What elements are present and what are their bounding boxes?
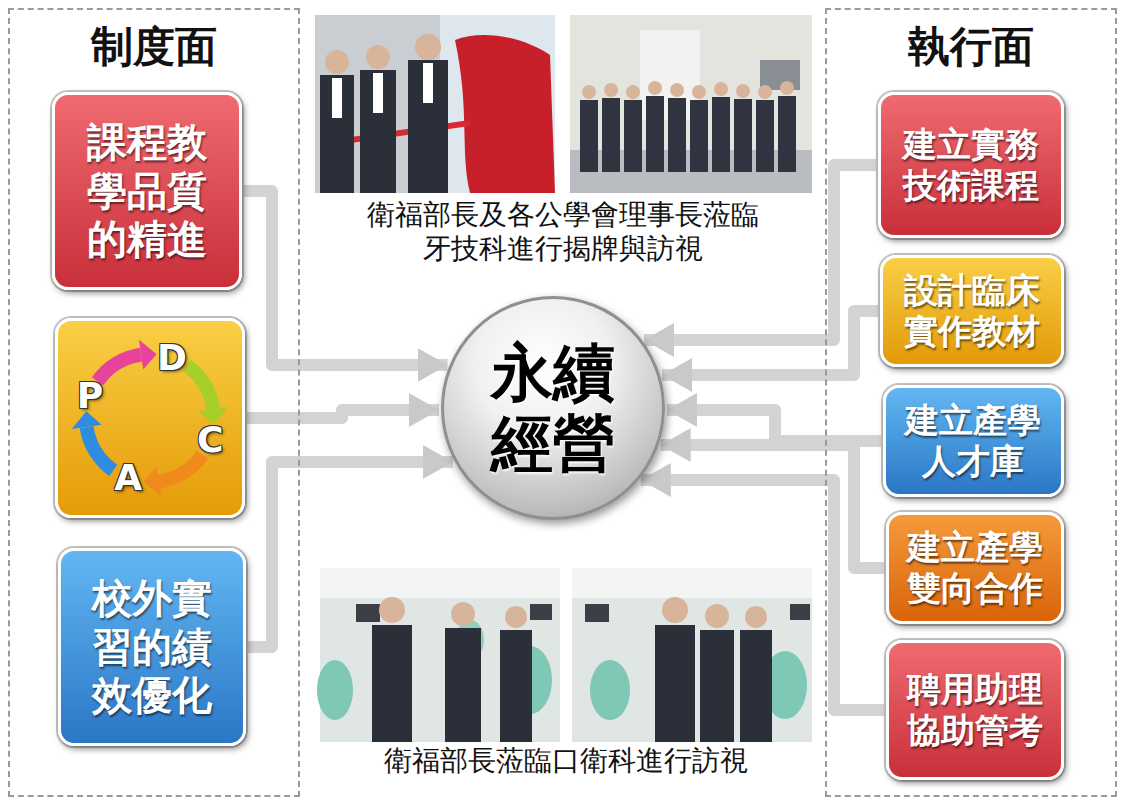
photo [570,15,812,193]
process-box: 聘用助理協助管考 [886,640,1064,780]
photo [317,568,560,742]
cycle-arrowhead [143,467,161,497]
cycle-letter: A [114,460,142,496]
flow-arrow [661,445,886,568]
caption-holder: 衛福部長及各公學會理事長蒞臨牙技科進行揭牌與訪視 [363,198,763,266]
dashed-panel: 執行面建立實務技術課程設計臨床實作教材建立產學人才庫建立產學雙向合作聘用助理協助… [825,8,1117,797]
process-box: 建立產學人才庫 [883,385,1064,497]
center-circle: 永續經營 [441,296,665,520]
process-box: 校外實習的績效優化 [58,548,246,746]
cycle-arrow [187,366,214,410]
cycle-arrow [159,455,203,482]
panel-title: 制度面 [10,22,298,72]
box-text: 課程教學品質的精進 [85,118,209,264]
photo [572,568,812,742]
cycle-letter: D [157,340,187,376]
box-text: 校外實習的績效優化 [90,574,214,720]
flow-arrow [662,311,880,375]
box-text: 聘用助理協助管考 [905,669,1044,752]
box-text: 建立產學人才庫 [904,400,1043,483]
flow-arrow [246,462,453,647]
photo-caption: 衛福部長及各公學會理事長蒞臨牙技科進行揭牌與訪視 [363,198,763,266]
process-box: 設計臨床實作教材 [880,255,1064,367]
box-text: 建立產學雙向合作 [905,527,1044,610]
cycle-letter: P [77,378,103,414]
photo [315,15,555,193]
process-box: 建立產學雙向合作 [886,512,1064,624]
box-text: 建立實務技術課程 [901,124,1040,207]
photo-caption: 衛福部長蒞臨口衛科進行訪視 [384,744,748,778]
flow-arrow [245,410,439,418]
cycle-arrowhead [139,340,157,370]
process-box: 建立實務技術課程 [878,92,1064,238]
cycle-letter: C [197,422,223,458]
box-text: 設計臨床實作教材 [902,270,1041,353]
panel-title: 執行面 [827,22,1115,72]
flow-arrow [641,480,886,710]
caption-holder: 衛福部長蒞臨口衛科進行訪視 [384,744,748,778]
cycle-arrow [87,427,114,471]
center-title: 永續經營 [488,337,618,480]
process-box: 課程教學品質的精進 [52,92,242,290]
pdca-cycle-icon [58,321,242,515]
pdca-box: P D C A [55,318,245,518]
flow-arrow [667,410,883,441]
dashed-panel: 制度面課程教學品質的精進 P D C A 校外實習的績效優化 [8,8,300,797]
cycle-arrow [98,355,142,382]
